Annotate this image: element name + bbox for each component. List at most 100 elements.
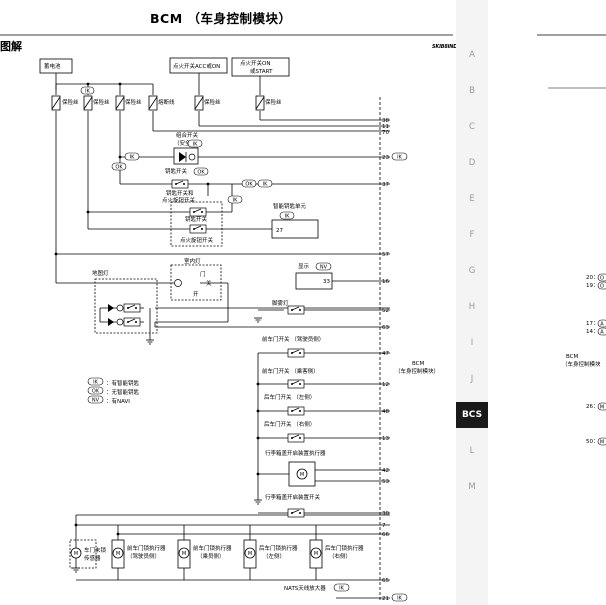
fuse-label: 保险丝 [125,98,142,106]
index-tab-l[interactable]: L [469,446,475,456]
ign-acc-label: 点火开关ACC或ON [173,62,220,70]
pin-52: 52 [382,308,389,314]
legend-ik: ：有智能钥匙 [106,379,140,387]
lock-passenger-label-2: （乘员侧） [197,552,225,560]
ign-start-label-2: 或START [250,67,273,75]
index-tab-m[interactable]: M [468,482,476,492]
ik-badge: IK [80,86,95,95]
nats-label: NATS天线放大器 [284,584,326,592]
motor-letter: M [116,551,120,557]
lock-rear-right-label: 后车门锁执行器 [325,544,364,552]
svg-text:IK: IK [93,380,98,386]
motor-letter: M [314,551,318,557]
svg-text:IK: IK [397,155,402,161]
right-bcm-label: BCM [566,354,579,360]
pin-70: 70 [382,130,389,136]
index-tab-g[interactable]: G [468,266,476,276]
ik-badge: IK [279,211,295,220]
lock-driver-label: 前车门锁执行器 [127,544,166,552]
section-title: 图解 [0,40,22,53]
map-lamp-label: 地图灯 [92,269,109,277]
fog-lamp-label: 脚雾灯 [272,299,289,307]
fusible-link-label: 熔断线 [158,98,175,106]
nv-badge: NV [315,262,332,271]
ok-badge: OK [111,162,127,171]
page-title: BCM （车身控制模块） [150,11,292,26]
right-pin-20: 20： [586,275,599,281]
svg-text:OK: OK [197,170,205,176]
svg-text:OK: OK [245,182,253,188]
unlock-sensor-label-2: 传感器 [84,554,101,562]
smart-key-label: 智能钥匙单元 [273,202,307,210]
ik-badge: IK [187,139,203,148]
index-tab-j[interactable]: J [470,374,474,384]
lock-rear-left-label: 后车门锁执行器 [259,544,298,552]
on-label: 开 [193,291,199,298]
right-m-badge: M [600,405,604,411]
right-o-badge: O [600,284,604,290]
pin-16: 16 [382,279,389,285]
ign-knob-label: 点火旋钮开关 [180,236,214,244]
fuse-label: 保险丝 [204,98,221,106]
ign-start-label: 点火开关ON [240,59,270,67]
trunk-actuator-label: 行李箱盖开启装置执行器 [265,449,326,457]
right-bcm-label-2: （车身控制模块 [562,360,601,368]
pin-53: 53 [382,479,389,485]
index-tab-e[interactable]: E [469,194,475,204]
lock-passenger-label: 前车门锁执行器 [193,544,232,552]
pin-27: 27 [276,228,283,234]
battery-label: 蓄电池 [44,62,61,70]
pin-13: 13 [382,436,389,442]
svg-text:NV: NV [320,265,328,271]
right-o-badge: O [600,276,604,282]
svg-text:OK: OK [115,165,123,171]
svg-text:OK: OK [92,389,100,395]
pin-38: 38 [382,118,389,124]
pin-57: 57 [382,252,389,258]
key-ign-label: 钥匙开关和 [166,189,194,197]
pin-63: 63 [382,325,389,331]
index-tab-c[interactable]: C [469,122,475,132]
index-tab-f[interactable]: F [469,230,475,240]
ik-badge: IK [227,195,243,204]
door-switch-rear-right-label: 后车门开关 （右侧） [264,420,315,428]
key-switch-inner-label: 钥匙开关 [185,215,208,223]
pin-37: 37 [382,182,389,188]
unlock-sensor-label: 车门未锁 [84,546,107,554]
trunk-switch-label: 行李箱盖开启装置开关 [265,493,321,501]
ok-badge: OK [87,386,104,395]
index-tab-b[interactable]: B [469,86,475,96]
pin-30: 30 [382,511,389,517]
index-tab-i[interactable]: I [470,338,474,348]
pin-21: 21 [382,596,389,602]
pin-42: 42 [382,468,389,474]
right-pin-26: 26： [586,404,599,410]
room-lamp-label: 室内灯 [184,257,201,265]
svg-text:IK: IK [397,596,402,602]
nv-badge: NV [87,395,104,404]
index-tab-bcs[interactable]: BCS [456,402,488,428]
key-ign-label-2: 点火旋钮开关 [162,196,196,204]
ik-badge: IK [391,152,408,161]
svg-text:IK: IK [85,89,90,95]
display-label: 显示 [298,263,310,270]
lock-rear-left-label-2: （左侧） [263,552,285,560]
index-tab-d[interactable]: D [468,158,476,168]
lock-driver-label-2: （驾驶员侧） [127,552,160,560]
svg-text:IK: IK [339,586,344,592]
ok-badge: OK [241,179,257,188]
pin-48: 48 [382,409,389,415]
pin-23: 23 [382,155,389,161]
pin-65: 65 [382,578,389,584]
svg-text:IK: IK [193,142,198,148]
combo-switch-label: 组合开关 [176,131,199,139]
svg-text:IK: IK [130,155,135,161]
index-tab-h[interactable]: H [468,302,476,312]
right-pin-19: 19： [586,283,599,289]
right-pin-17: 17： [586,321,599,327]
index-tab-a[interactable]: A [469,50,475,60]
door-label: 门 [200,270,206,278]
index-column [456,0,488,605]
ik-badge: IK [124,152,140,161]
